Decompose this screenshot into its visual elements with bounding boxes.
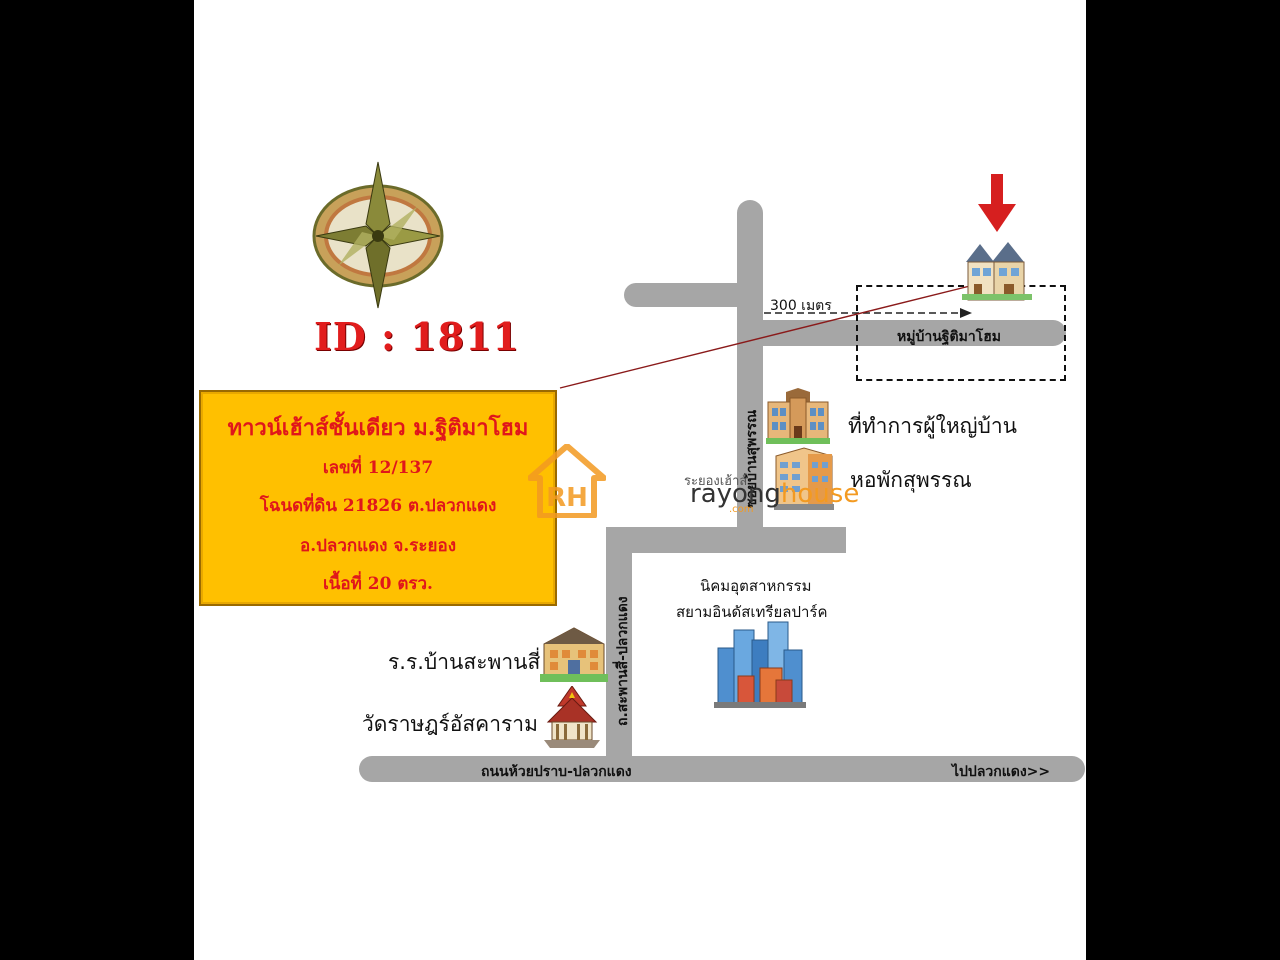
road-connector bbox=[606, 527, 846, 553]
road-north-branch bbox=[624, 283, 754, 307]
watermark-brand-a: rayong bbox=[690, 479, 781, 509]
road-soi-ban-suphan bbox=[737, 200, 763, 540]
distance-label: 300 เมตร bbox=[770, 298, 832, 314]
road-saphan-si bbox=[606, 527, 632, 767]
pointer-line bbox=[559, 281, 987, 389]
road-village bbox=[754, 320, 1066, 346]
school-building-icon bbox=[540, 627, 608, 682]
property-area-box bbox=[856, 285, 1066, 381]
road-main-huai-prap bbox=[359, 756, 1085, 782]
office-building-icon bbox=[766, 388, 830, 444]
compass-rose-icon bbox=[312, 161, 444, 309]
watermark-domain: .com bbox=[729, 504, 754, 515]
house-logo-icon: RH bbox=[528, 444, 606, 518]
place-label-headman-office: ที่ทำการผู้ใหญ่บ้าน bbox=[848, 414, 1018, 438]
watermark-brand-b: house bbox=[780, 479, 860, 509]
info-district: อ.ปลวกแดง จ.ระยอง bbox=[299, 536, 456, 556]
townhouse-icon bbox=[962, 242, 1032, 301]
info-number: เลขที่ 12/137 bbox=[322, 458, 434, 478]
industrial-city-icon bbox=[714, 621, 806, 708]
info-area: เนื้อที่ 20 ตรว. bbox=[323, 574, 433, 594]
map-canvas: ID : 1811 ถนนห้วยปราบ-ปลวกแดง ไปปลวกแดง>… bbox=[194, 0, 1086, 960]
watermark-thai: ระยองเฮ้าส์ bbox=[684, 474, 748, 489]
place-label-temple: วัดราษฎร์อัสคาราม bbox=[362, 712, 538, 736]
property-info-box: ทาวน์เฮ้าส์ชั้นเดียว ม.ฐิติมาโฮม เลขที่ … bbox=[199, 390, 557, 606]
place-label-industrial-line1: นิคมอุตสาหกรรม bbox=[700, 577, 812, 595]
dormitory-building-icon bbox=[774, 447, 834, 510]
down-arrow-marker-icon bbox=[978, 174, 1016, 232]
temple-icon bbox=[544, 686, 600, 748]
road-label-destination: ไปปลวกแดง>> bbox=[952, 764, 1051, 780]
watermark-brand: rayonghouse bbox=[690, 479, 859, 509]
place-label-school: ร.ร.บ้านสะพานสี่ bbox=[388, 650, 541, 674]
listing-id: ID : 1811 bbox=[314, 314, 520, 359]
info-title: ทาวน์เฮ้าส์ชั้นเดียว ม.ฐิติมาโฮม bbox=[227, 415, 529, 441]
place-label-dormitory: หอพักสุพรรณ bbox=[850, 468, 972, 492]
info-deed: โฉนดที่ดิน 21826 ต.ปลวกแดง bbox=[259, 496, 497, 516]
road-label-main: ถนนห้วยปราบ-ปลวกแดง bbox=[481, 764, 632, 780]
road-label-village: หมู่บ้านฐิติมาโฮม bbox=[897, 329, 1001, 345]
watermark-logo-letters: RH bbox=[546, 483, 588, 513]
place-label-industrial-line2: สยามอินดัสเทรียลปาร์ค bbox=[676, 603, 828, 621]
distance-arrow bbox=[764, 308, 972, 318]
